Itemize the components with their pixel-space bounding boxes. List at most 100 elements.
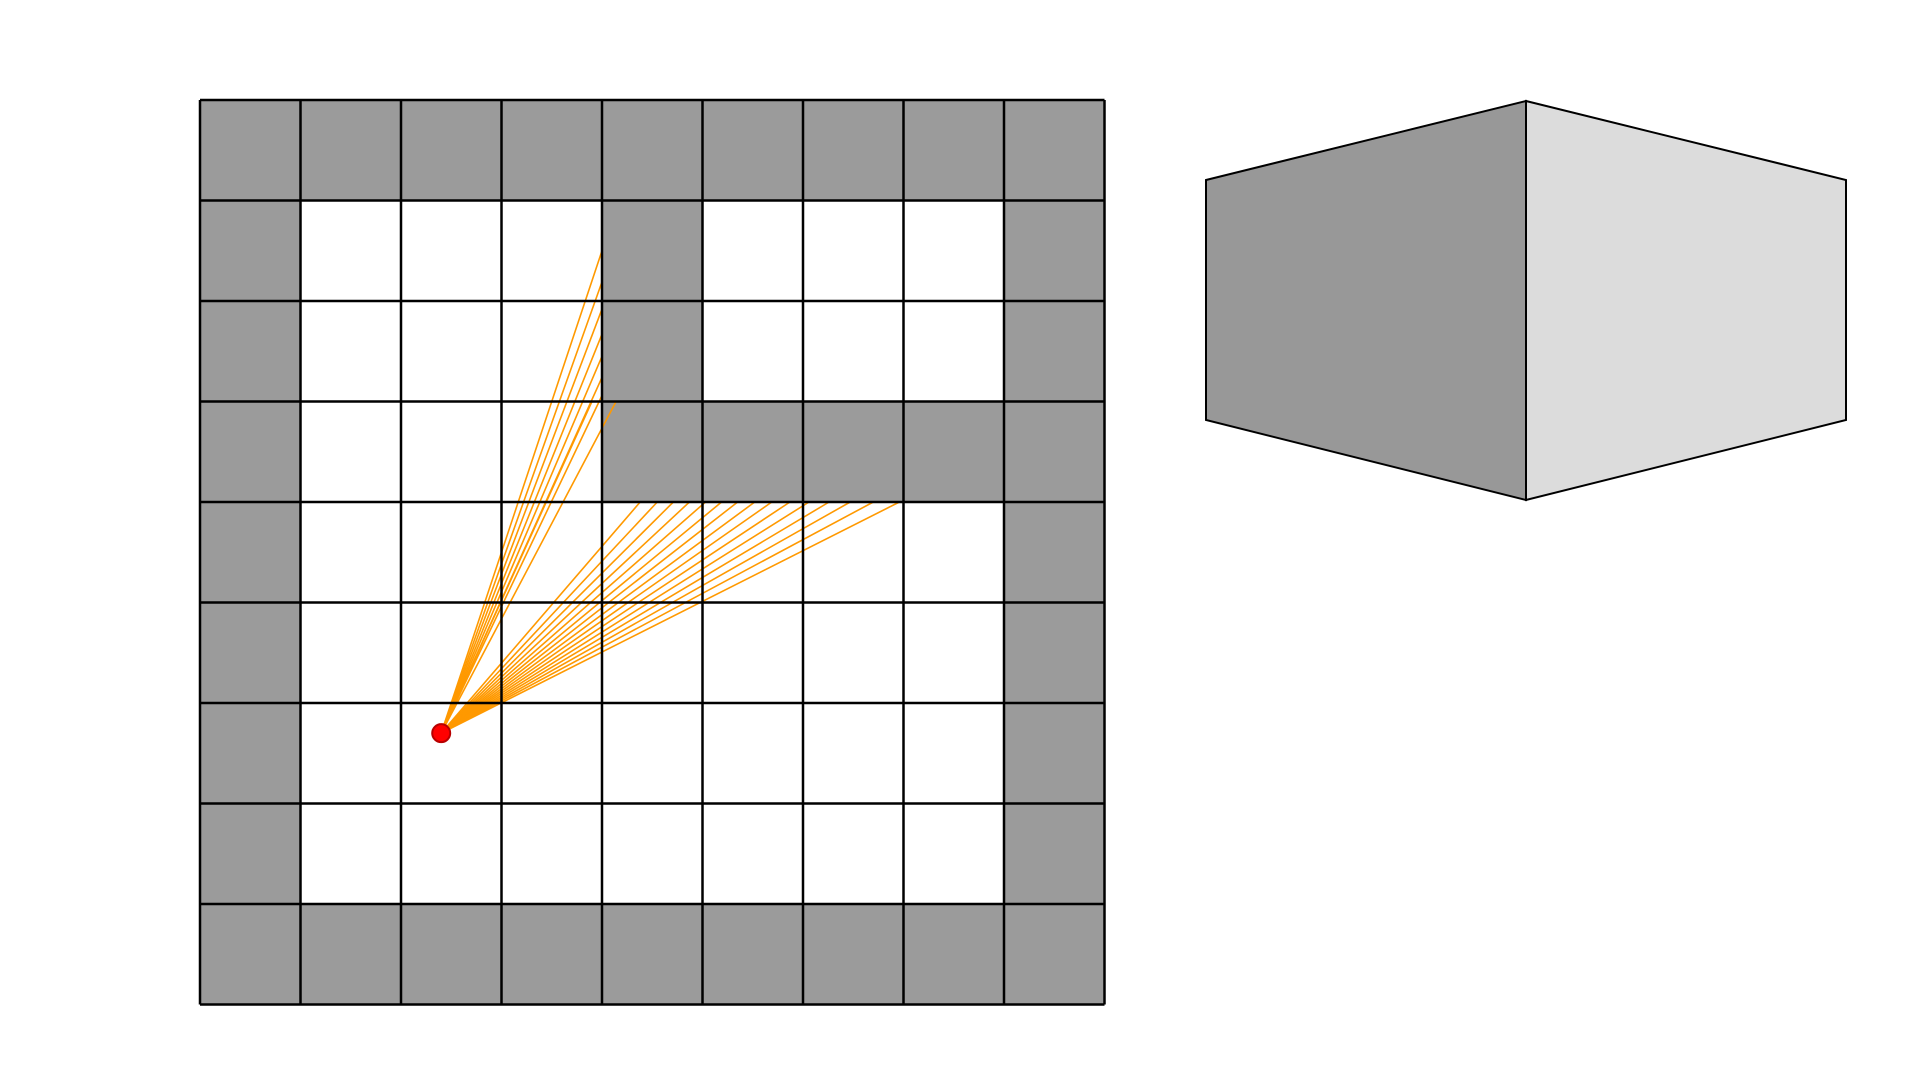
floor-cell <box>300 301 401 402</box>
floor-cell <box>702 502 803 603</box>
ray <box>440 501 641 734</box>
wall-cell <box>602 401 703 502</box>
ray <box>440 501 874 734</box>
wall-cell <box>1004 401 1105 502</box>
floor-cell <box>401 803 502 904</box>
floor-cell <box>300 401 401 502</box>
wall-cell <box>300 100 401 201</box>
wall-cell <box>200 602 301 703</box>
floor-cell <box>702 602 803 703</box>
wall-cell <box>1004 301 1105 402</box>
floor-cell <box>300 803 401 904</box>
floor-cell <box>903 301 1004 402</box>
wall-cell <box>501 100 602 201</box>
wall-cell <box>903 904 1004 1005</box>
ray <box>440 501 707 734</box>
ray <box>440 501 723 734</box>
wall-cell <box>1004 502 1105 603</box>
floor-cell <box>803 200 904 301</box>
floor-cell <box>501 401 602 502</box>
wall-cell <box>200 904 301 1005</box>
floor-cell <box>702 803 803 904</box>
ray <box>440 281 603 734</box>
floor-cell <box>501 803 602 904</box>
floor-cell <box>803 703 904 804</box>
wall-cell <box>702 904 803 1005</box>
wall-cell <box>702 100 803 201</box>
grid-lines <box>198 98 1106 1006</box>
floor-cell <box>903 200 1004 301</box>
ray <box>440 401 617 734</box>
wall-cell <box>803 100 904 201</box>
wall-cell <box>803 401 904 502</box>
floor-cell <box>300 200 401 301</box>
ray <box>440 501 900 734</box>
wall-projection-view <box>1205 99 1847 502</box>
floor-cell <box>401 401 502 502</box>
floor-cell <box>501 602 602 703</box>
ray <box>440 250 603 734</box>
wall-cell <box>1004 904 1105 1005</box>
wall-cell <box>200 803 301 904</box>
ray <box>440 395 603 734</box>
floor-cell <box>501 200 602 301</box>
wall-cell <box>200 502 301 603</box>
ray <box>440 355 603 734</box>
ray <box>440 501 690 734</box>
ray <box>440 501 773 734</box>
wall-right-face <box>1525 99 1847 502</box>
ray <box>440 501 851 734</box>
wall-cell <box>200 301 301 402</box>
ray <box>440 308 603 734</box>
wall-cell <box>602 301 703 402</box>
floor-cell <box>903 502 1004 603</box>
wall-cell <box>200 200 301 301</box>
wall-cell <box>200 100 301 201</box>
floor-cell <box>401 703 502 804</box>
player-marker <box>431 723 452 744</box>
wall-cell <box>501 904 602 1005</box>
ray <box>440 401 593 734</box>
floor-cell <box>803 502 904 603</box>
floor-cell <box>903 602 1004 703</box>
floor-cell <box>401 200 502 301</box>
ray <box>440 501 830 734</box>
wall-cell <box>903 100 1004 201</box>
wall-cell <box>602 904 703 1005</box>
floor-cell <box>602 803 703 904</box>
floor-cell <box>803 803 904 904</box>
wall-cell <box>401 904 502 1005</box>
wall-cell <box>1004 602 1105 703</box>
floor-cell <box>903 703 1004 804</box>
floor-cell <box>903 803 1004 904</box>
ray <box>440 501 791 734</box>
wall-cell <box>1004 703 1105 804</box>
wall-cell <box>702 401 803 502</box>
floor-cell <box>300 502 401 603</box>
wall-cell <box>1004 100 1105 201</box>
ray <box>440 501 674 734</box>
wall-cell <box>401 100 502 201</box>
floor-cell <box>702 200 803 301</box>
floor-cell <box>300 703 401 804</box>
floor-cell <box>602 602 703 703</box>
floor-cell <box>401 502 502 603</box>
wall-left-face <box>1205 99 1527 502</box>
grid-map <box>200 100 1105 1005</box>
floor-cell <box>501 703 602 804</box>
wall-cell <box>602 100 703 201</box>
wall-cell <box>803 904 904 1005</box>
floor-cell <box>602 703 703 804</box>
floor-cell <box>803 602 904 703</box>
floor-cell <box>702 301 803 402</box>
wall-cell <box>903 401 1004 502</box>
wall-cell <box>1004 803 1105 904</box>
wall-cell <box>200 703 301 804</box>
ray <box>440 501 739 734</box>
floor-cell <box>300 602 401 703</box>
floor-cell <box>803 301 904 402</box>
ray <box>440 501 658 734</box>
floor-cell <box>702 703 803 804</box>
